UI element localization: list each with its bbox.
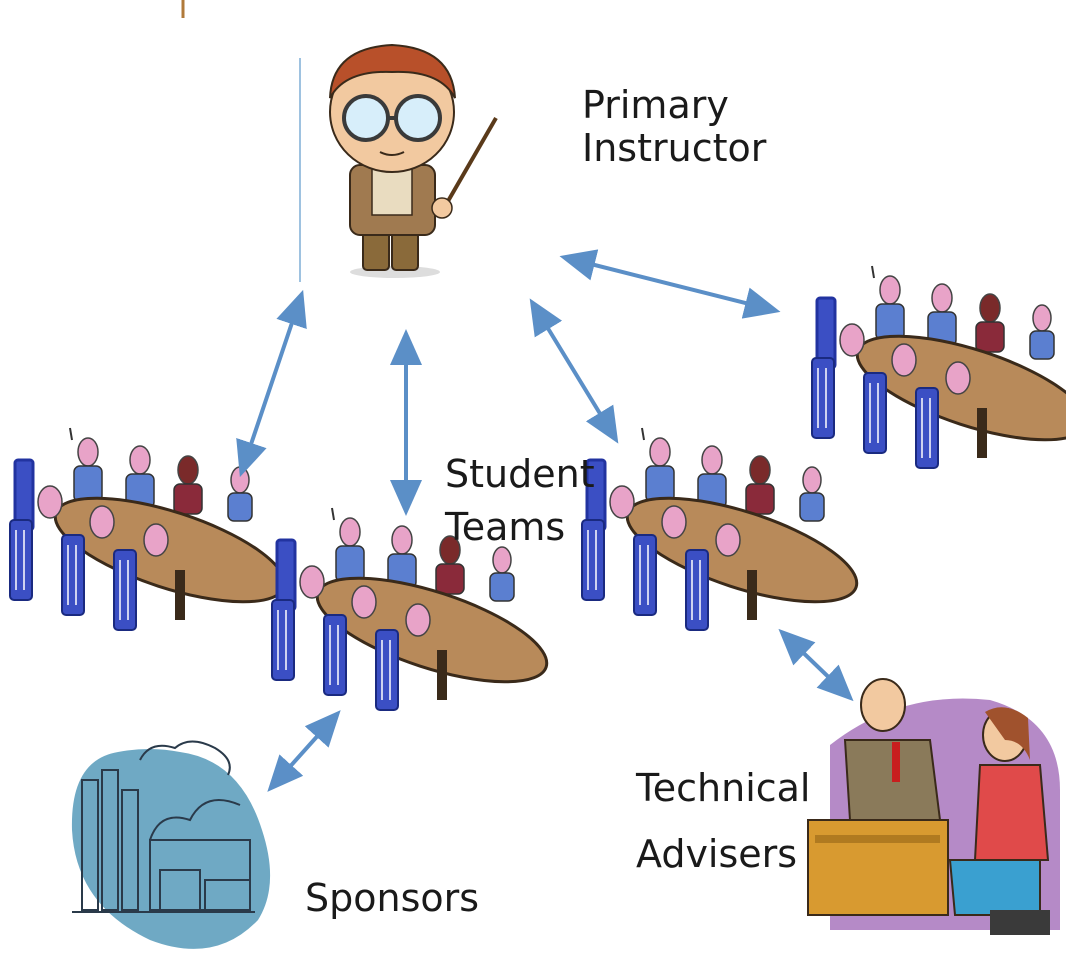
sponsors-label: Sponsors bbox=[305, 876, 480, 920]
arrow-instructor-team4 bbox=[559, 249, 781, 319]
advisers-label-line2: Advisers bbox=[636, 832, 798, 876]
instructor-label-line2: Instructor bbox=[582, 126, 767, 170]
advisers-label-line1: Technical bbox=[636, 766, 811, 810]
teams-label-line1: Student bbox=[445, 452, 595, 496]
meeting-table-icon bbox=[580, 426, 870, 632]
meeting-table-icon bbox=[810, 264, 1066, 470]
teams-label-line2: Teams bbox=[445, 505, 566, 549]
relationship-arrows bbox=[236, 249, 854, 792]
business-meeting-icon bbox=[807, 678, 1060, 935]
teacher-with-pointer-icon bbox=[329, 43, 498, 278]
arrow-instructor-team3 bbox=[529, 298, 619, 444]
instructor-label-line1: Primary bbox=[582, 83, 729, 127]
meeting-table-icon bbox=[8, 426, 298, 632]
arrow-sponsors-team bbox=[267, 710, 341, 792]
arrow-advisers-team bbox=[778, 628, 854, 702]
factory-icon bbox=[71, 740, 271, 949]
arrow-instructor-team1 bbox=[236, 289, 307, 478]
